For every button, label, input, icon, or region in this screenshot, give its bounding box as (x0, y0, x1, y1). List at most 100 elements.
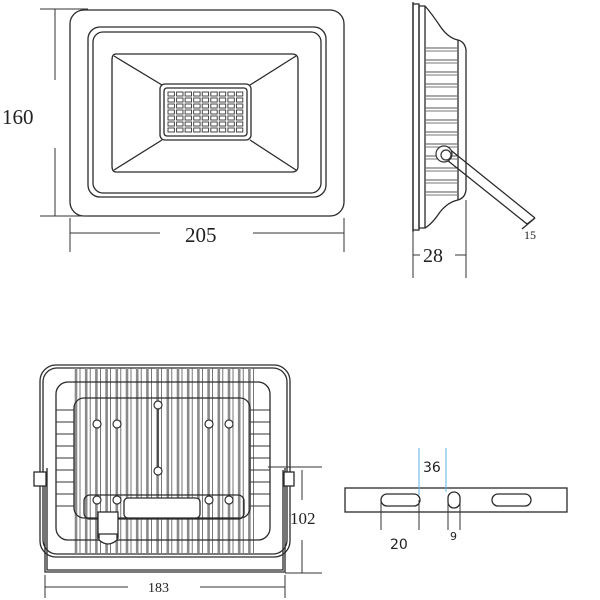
screw-hole (153, 466, 163, 476)
reflector (111, 53, 299, 173)
led-chip (210, 127, 218, 133)
led-chip (210, 97, 218, 103)
screw-hole (153, 400, 163, 410)
back-view: 102 183 (33, 364, 322, 598)
led-chip (201, 109, 210, 115)
led-chip (184, 91, 192, 97)
led-chip (235, 97, 244, 103)
led-chip (167, 103, 175, 109)
led-chip (235, 121, 244, 127)
led-chip (193, 115, 201, 121)
led-chip (176, 91, 184, 97)
led-chip (210, 103, 218, 109)
led-chip (184, 97, 192, 103)
led-chip (201, 127, 210, 133)
led-chip (167, 115, 175, 121)
led-chip (227, 97, 235, 103)
u-bracket-inner (46, 468, 284, 571)
front-bezel-outer (87, 26, 327, 198)
center-hole (447, 491, 461, 509)
screw-hole (204, 495, 214, 505)
led-chip (227, 121, 235, 127)
led-chip (176, 97, 184, 103)
led-chip (227, 115, 235, 121)
screw-hole (112, 419, 122, 429)
led-chip (184, 103, 192, 109)
led-chip (176, 121, 184, 127)
led-chip (184, 127, 192, 133)
front-view: 160 205 (2, 8, 345, 252)
led-chip (235, 109, 244, 115)
led-grid (167, 91, 244, 133)
led-chip (218, 91, 227, 97)
led-chip (218, 103, 227, 109)
back-width-label: 183 (148, 581, 169, 596)
spacing-label: 36 (423, 460, 441, 476)
bracket-dim (521, 217, 536, 230)
bracket-detail: 36 20 9 (344, 448, 568, 553)
led-chip (201, 91, 210, 97)
led-chip (218, 109, 227, 115)
screw-hole (204, 419, 214, 429)
u-bracket (44, 468, 286, 573)
front-height-label: 160 (2, 105, 34, 129)
led-chip (210, 91, 218, 97)
led-chip (235, 115, 244, 121)
reflector-edge (249, 55, 297, 86)
led-chip (193, 127, 201, 133)
back-height-label: 102 (290, 509, 316, 528)
side-fins (426, 47, 457, 196)
side-depth-label: 28 (423, 245, 443, 267)
screw-hole (92, 495, 102, 505)
label-plate (123, 497, 201, 519)
screw-hole (224, 495, 234, 505)
led-chip (227, 127, 235, 133)
bracket-bar (344, 487, 568, 513)
front-width-label: 205 (185, 223, 217, 247)
bracket-width-label: 15 (524, 228, 536, 242)
label-recess (83, 494, 245, 520)
reflector-edge (249, 139, 297, 171)
led-chip (176, 109, 184, 115)
led-chip (210, 121, 218, 127)
slot-right (491, 493, 532, 507)
led-chip (210, 115, 218, 121)
front-outer-frame (69, 9, 345, 217)
reflector-edge (113, 139, 163, 171)
led-chip (184, 115, 192, 121)
led-chip (184, 109, 192, 115)
led-module-inner (163, 87, 248, 137)
led-chip (227, 109, 235, 115)
led-chip (235, 91, 244, 97)
led-chip (167, 109, 175, 115)
slot-length-label: 20 (390, 537, 408, 553)
back-outer-frame-inner (42, 367, 288, 555)
bracket-arm (436, 147, 536, 225)
led-chip (167, 97, 175, 103)
led-chip (176, 127, 184, 133)
cable-gland-cap (98, 533, 118, 545)
back-outer-frame (39, 364, 291, 558)
side-view: 15 28 (412, 2, 536, 278)
bracket-knob-left (33, 471, 47, 487)
side-rungs (56, 409, 270, 507)
reflector-edge (113, 55, 163, 86)
front-glass (412, 3, 420, 231)
led-chip (193, 91, 201, 97)
housing-profile (418, 5, 467, 229)
led-chip (227, 91, 235, 97)
led-chip (201, 115, 210, 121)
led-chip (210, 109, 218, 115)
led-chip (167, 127, 175, 133)
led-chip (201, 121, 210, 127)
led-chip (176, 115, 184, 121)
led-chip (235, 103, 244, 109)
led-chip (227, 103, 235, 109)
led-chip (176, 103, 184, 109)
led-chip (193, 97, 201, 103)
led-chip (218, 115, 227, 121)
hole-diameter-label: 9 (450, 530, 457, 543)
led-chip (193, 103, 201, 109)
led-chip (193, 121, 201, 127)
